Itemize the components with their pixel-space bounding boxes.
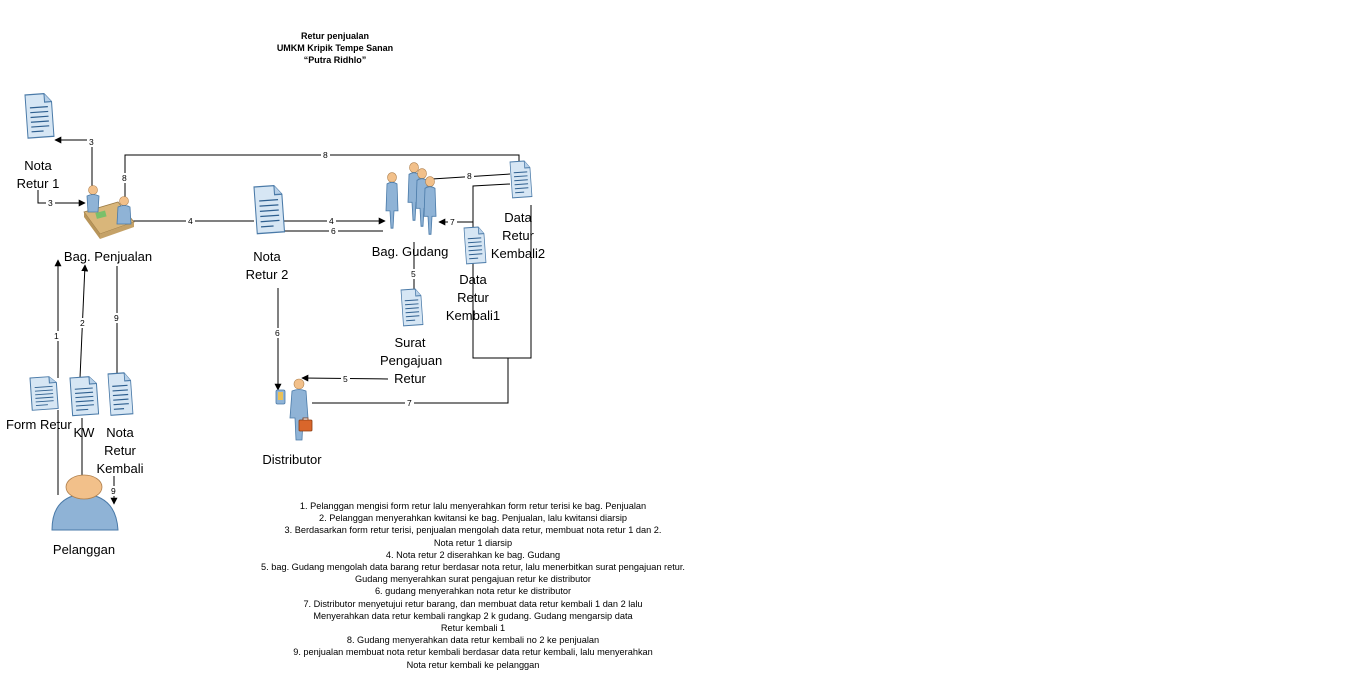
num-7b: 7 <box>407 398 412 408</box>
num-2: 2 <box>80 318 85 328</box>
label-nota-retur-2: Nota Retur 2 <box>245 249 289 282</box>
flow-7-from-distributor <box>312 358 509 404</box>
bag-penjualan-icon <box>83 185 135 239</box>
num-5a: 5 <box>411 269 416 279</box>
bag-gudang-icon <box>385 162 437 235</box>
num-3b: 3 <box>48 198 53 208</box>
note-line: 1. Pelanggan mengisi form retur lalu men… <box>299 501 647 511</box>
nota-retur-1-doc-icon <box>24 92 55 139</box>
note-line: 3. Berdasarkan form retur terisi, penjua… <box>284 525 662 536</box>
note-line: Nota retur 1 diarsip <box>433 537 513 548</box>
distributor-icon <box>275 378 313 441</box>
label-bag-gudang: Bag. Gudang <box>371 244 449 259</box>
label-form-retur: Form Retur <box>6 417 72 432</box>
note-line: 4. Nota retur 2 diserahkan ke bag. Gudan… <box>385 549 561 560</box>
form-retur-doc-icon <box>29 375 59 411</box>
num-8c: 8 <box>467 171 472 181</box>
data-retur-kembali1-doc-icon <box>463 226 487 265</box>
title-line-1: Retur penjualan <box>300 31 369 41</box>
label-nota-retur-kembali: Nota Retur Kembali <box>96 425 144 476</box>
note-line: 2. Pelanggan menyerahkan kwitansi ke bag… <box>319 513 627 524</box>
num-1: 1 <box>54 331 59 341</box>
label-surat-pengajuan-retur: Surat Pengajuan Retur <box>380 335 443 386</box>
note-line: 8. Gudang menyerahkan data retur kembali… <box>346 635 600 646</box>
label-bag-penjualan: Bag. Penjualan <box>63 249 153 264</box>
title-line-3: “Putra Ridhlo” <box>303 55 367 65</box>
label-data-retur-kembali2: Data Retur Kembali2 <box>490 210 546 261</box>
num-7a: 7 <box>450 217 455 227</box>
flow-8-to-penjualan <box>121 154 520 213</box>
kw-doc-icon <box>69 375 100 417</box>
flow-numbers: 3 3 8 8 4 4 6 8 7 5 5 7 6 1 2 9 9 <box>46 137 474 496</box>
note-line: Menyerahkan data retur kembali rangkap 2… <box>313 610 633 621</box>
note-line: Retur kembali 1 <box>440 623 506 634</box>
label-data-retur-kembali1: Data Retur Kembali1 <box>445 272 501 323</box>
data-retur-kembali2-doc-icon <box>509 160 533 199</box>
num-5b: 5 <box>343 374 348 384</box>
num-4b: 4 <box>329 216 334 226</box>
nota-retur-kembali-doc-icon <box>107 371 134 416</box>
label-kw: KW <box>73 425 95 440</box>
note-line: 9. penjualan membuat nota retur kembali … <box>293 647 653 658</box>
title-line-2: UMKM Kripik Tempe Sanan <box>276 43 394 53</box>
num-6b: 6 <box>275 328 280 338</box>
note-line: 7. Distributor menyetujui retur barang, … <box>303 598 643 609</box>
pelanggan-icon <box>51 474 119 531</box>
num-8b: 8 <box>122 173 127 183</box>
num-3a: 3 <box>89 137 94 147</box>
label-distributor: Distributor <box>262 452 322 467</box>
label-pelanggan: Pelanggan <box>52 542 116 557</box>
diagram-title: Retur penjualan UMKM Kripik Tempe Sanan … <box>230 30 440 66</box>
num-4a: 4 <box>188 216 193 226</box>
note-line: 5. bag. Gudang mengolah data barang retu… <box>261 562 685 573</box>
flow-3-return <box>37 190 86 207</box>
note-line: Nota retur kembali ke pelanggan <box>406 659 540 670</box>
nota-retur-2-doc-icon <box>253 184 286 235</box>
num-9a: 9 <box>114 313 119 323</box>
num-6a: 6 <box>331 226 336 236</box>
process-notes: 1. Pelanggan mengisi form retur lalu men… <box>230 500 716 671</box>
surat-pengajuan-doc-icon <box>400 288 424 327</box>
connector-kembali-group <box>472 183 532 359</box>
num-8a: 8 <box>323 150 328 160</box>
note-line: Gudang menyerahkan surat pengajuan retur… <box>355 574 591 585</box>
note-line: 6. gudang menyerahkan nota retur ke dist… <box>374 586 572 597</box>
num-9b: 9 <box>111 486 116 496</box>
label-nota-retur-1: Nota Retur 1 <box>16 158 60 191</box>
